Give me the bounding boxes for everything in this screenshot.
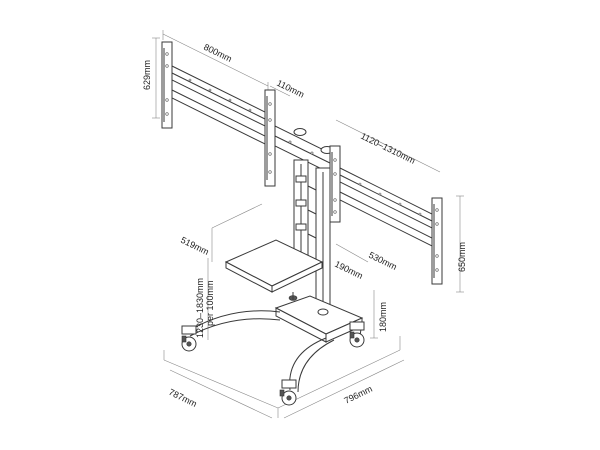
caster-front	[279, 379, 297, 406]
stand-column	[293, 159, 331, 319]
left-mounting-bracket	[161, 41, 276, 187]
label-shelf-depth: 519mm	[179, 235, 210, 257]
label-bracket-gap: 110mm	[275, 78, 306, 100]
label-height-range: 1230–1830mm	[195, 278, 205, 338]
label-bracket-width: 800mm	[202, 42, 233, 64]
dimension-guides	[152, 30, 464, 419]
caster-left	[181, 325, 197, 352]
label-right-bracket-height: 650mm	[457, 242, 467, 272]
label-height-step: per 100mm	[205, 280, 215, 326]
shelf	[224, 239, 324, 301]
casters	[181, 321, 365, 406]
label-base-width: 796mm	[342, 384, 373, 406]
label-total-width: 1120–1310mm	[359, 131, 417, 166]
right-mounting-bracket	[329, 145, 443, 285]
label-shelf-offset: 190mm	[333, 259, 364, 281]
stand-base	[189, 295, 364, 393]
label-shelf-width: 530mm	[367, 250, 398, 272]
label-bracket-height: 629mm	[142, 60, 152, 90]
label-base-height: 180mm	[378, 302, 388, 332]
label-base-depth: 787mm	[167, 387, 198, 409]
caster-right	[349, 321, 365, 348]
